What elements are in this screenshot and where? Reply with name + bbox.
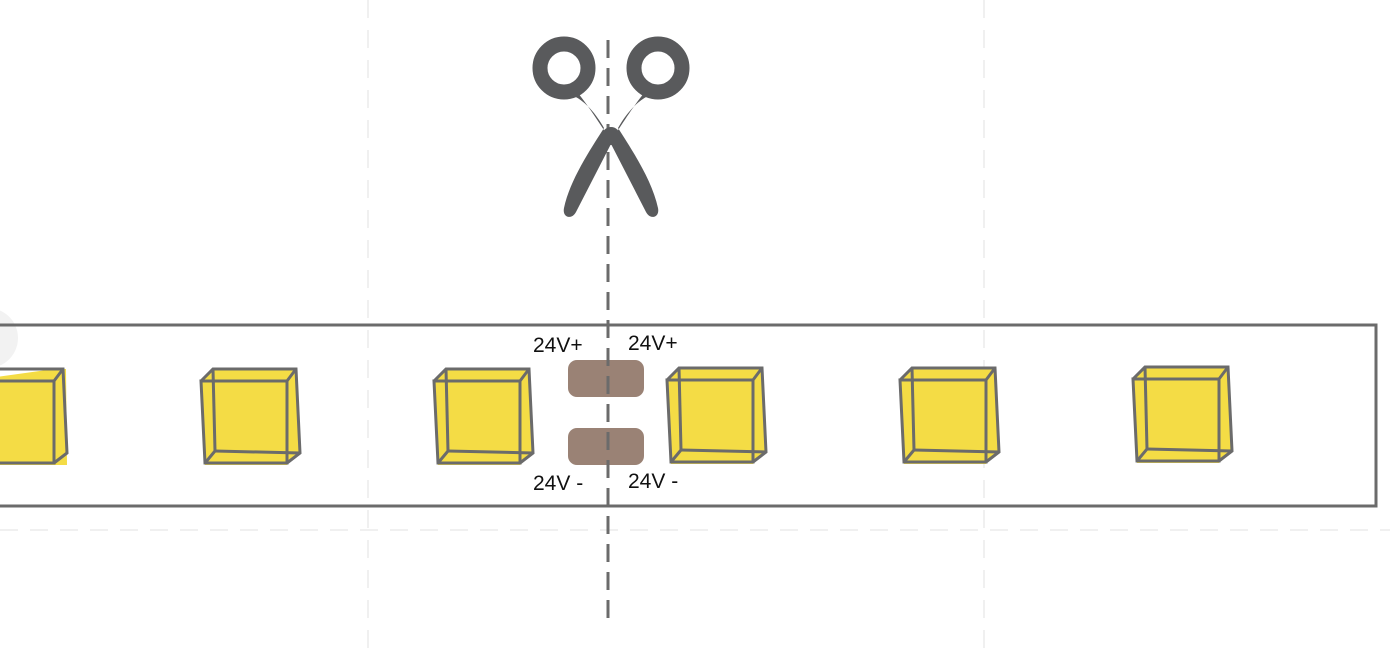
label-left-negative: 24V - xyxy=(533,472,583,495)
label-right-positive: 24V+ xyxy=(628,332,678,355)
led-chip xyxy=(1131,365,1234,463)
led-chip xyxy=(199,367,302,465)
led-strip xyxy=(0,310,1378,508)
led-chip xyxy=(432,367,535,465)
led-chip xyxy=(0,367,69,465)
led-chip xyxy=(665,366,768,464)
label-right-negative: 24V - xyxy=(628,470,678,493)
pad-labels: 24V+ 24V+ 24V - 24V - xyxy=(533,332,678,495)
solder-pad-positive xyxy=(568,360,644,397)
strip-outline xyxy=(0,323,1378,508)
solder-pads xyxy=(568,360,644,465)
label-left-positive: 24V+ xyxy=(533,334,583,357)
led-chip xyxy=(898,366,1001,464)
led-chips xyxy=(0,365,1234,465)
solder-pad-negative xyxy=(568,428,644,465)
scissors-icon xyxy=(532,36,690,217)
strip-end-shadow xyxy=(0,310,18,366)
